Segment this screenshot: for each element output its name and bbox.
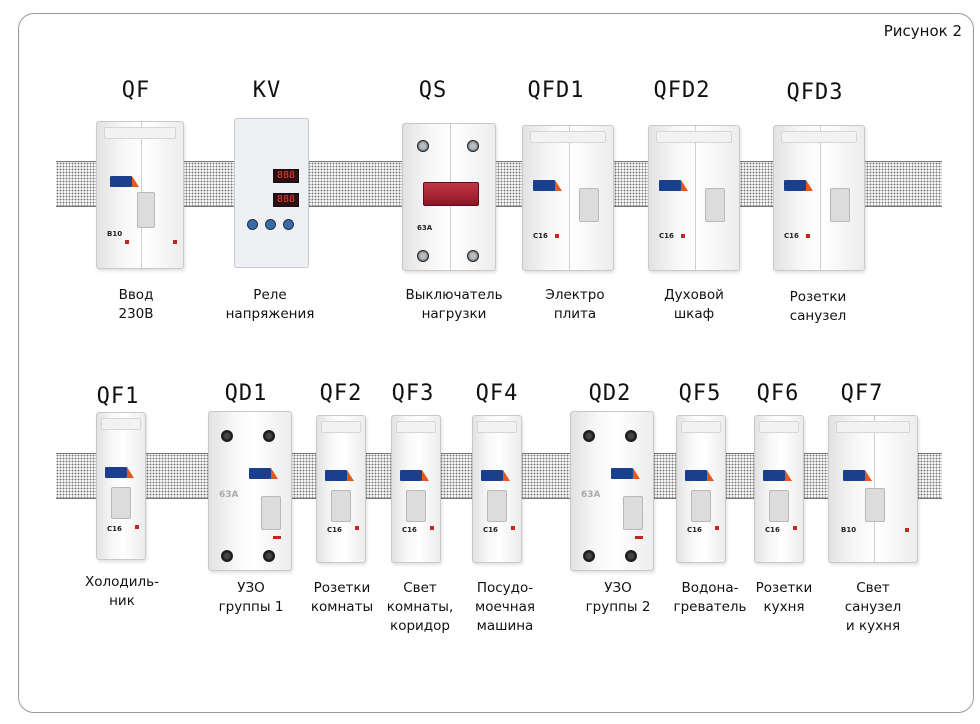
rating-qfd2: C16: [659, 232, 674, 240]
breaker-qf4: C16: [472, 415, 522, 563]
breaker-qf1: C16: [96, 412, 146, 560]
relay-display-bottom: 888: [272, 193, 299, 207]
breaker-qf6: C16: [754, 415, 804, 563]
caption-qf1: Холодиль-ник: [85, 574, 159, 609]
label-qf7: QF7: [840, 381, 884, 406]
relay-display-top: 888: [272, 169, 299, 183]
rcbo-qfd3: C16: [773, 125, 865, 271]
caption-qf5: Водона-греватель: [673, 580, 747, 615]
label-qfd1: QFD1: [527, 78, 585, 103]
rating-qd1: 63A: [219, 490, 239, 500]
rating-qf7: B10: [841, 526, 857, 534]
label-qd2: QD2: [588, 381, 632, 406]
rating-qf: B10: [107, 230, 123, 238]
rating-qf6: C16: [765, 526, 780, 534]
rating-qd2: 63A: [581, 490, 601, 500]
breaker-qf3: C16: [391, 415, 441, 563]
rcd-qd2: 63A: [570, 411, 654, 571]
rcd-qd1: 63A: [208, 411, 292, 571]
figure-label: Рисунок 2: [883, 22, 962, 40]
label-qd1: QD1: [224, 381, 268, 406]
label-qs: QS: [418, 78, 448, 103]
label-qf5: QF5: [678, 381, 722, 406]
breaker-qf7: B10: [828, 415, 918, 563]
rating-qf2: C16: [327, 526, 342, 534]
label-qf: QF: [121, 78, 151, 103]
rating-qf5: C16: [687, 526, 702, 534]
load-switch-qs: 63A: [402, 123, 496, 271]
label-qf6: QF6: [756, 381, 800, 406]
rcbo-qfd2: C16: [648, 125, 740, 271]
label-qf1: QF1: [96, 384, 140, 409]
label-kv: KV: [252, 78, 282, 103]
label-qf2: QF2: [319, 381, 363, 406]
label-qf4: QF4: [475, 381, 519, 406]
rating-qs: 63A: [417, 224, 433, 232]
label-qfd2: QFD2: [653, 78, 711, 103]
label-qfd3: QFD3: [786, 80, 844, 105]
rating-qfd3: C16: [784, 232, 799, 240]
breaker-qf5: C16: [676, 415, 726, 563]
rating-qf3: C16: [402, 526, 417, 534]
rating-qfd1: C16: [533, 232, 548, 240]
breaker-qf: B10: [96, 121, 184, 269]
breaker-qf2: C16: [316, 415, 366, 563]
voltage-relay-kv: 888 888: [234, 118, 309, 268]
figure-frame: [18, 13, 974, 713]
label-qf3: QF3: [391, 381, 435, 406]
rcbo-qfd1: C16: [522, 125, 614, 271]
rating-qf4: C16: [483, 526, 498, 534]
rating-qf1: C16: [107, 525, 122, 533]
